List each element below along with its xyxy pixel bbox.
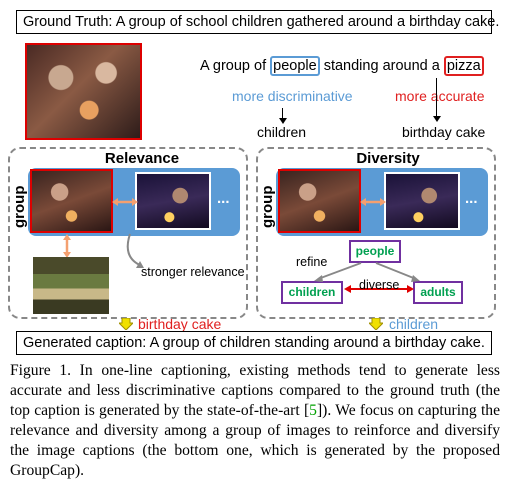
generated-caption-box: Generated caption: A group of children s… bbox=[16, 331, 492, 355]
node-people: people bbox=[349, 240, 401, 263]
diverse-label: diverse bbox=[359, 278, 400, 292]
relevance-link-arrow bbox=[112, 198, 138, 206]
arrow-down-right bbox=[436, 78, 437, 118]
top-caption: A group of people standing around a pizz… bbox=[200, 56, 484, 76]
relevance-group-label: group bbox=[11, 185, 28, 229]
relevance-ellipsis: ... bbox=[217, 190, 230, 207]
relevance-image-2 bbox=[135, 172, 211, 230]
word-people: people bbox=[270, 56, 320, 76]
left-yellow-arrow bbox=[119, 318, 133, 330]
figure-caption: Figure 1. In one-line captioning, existi… bbox=[10, 362, 500, 479]
diversity-ellipsis: ... bbox=[465, 190, 478, 207]
stronger-relevance-label: stronger relevance bbox=[141, 265, 245, 279]
arrowhead-right bbox=[433, 116, 441, 122]
right-children-label: children bbox=[389, 316, 439, 332]
relevance-down-arrow bbox=[63, 234, 71, 258]
diversity-link-arrow bbox=[360, 198, 386, 206]
stronger-relevance-arrow bbox=[126, 233, 144, 268]
more-discriminative-label: more discriminative bbox=[232, 88, 353, 104]
right-yellow-arrow bbox=[369, 318, 383, 330]
diversity-image-2 bbox=[384, 172, 460, 230]
node-adults: adults bbox=[413, 281, 463, 304]
diversity-title: Diversity bbox=[356, 150, 420, 167]
diversity-group-label: group bbox=[259, 185, 276, 229]
citation-link[interactable]: 5 bbox=[309, 402, 317, 419]
generated-caption-text: Generated caption: A group of children s… bbox=[23, 335, 485, 351]
diversity-image-1 bbox=[278, 169, 361, 233]
word-children-top: children bbox=[257, 124, 307, 140]
relevance-image-1 bbox=[30, 169, 113, 233]
ground-truth-box: Ground Truth: A group of school children… bbox=[16, 10, 499, 34]
node-children: children bbox=[281, 281, 343, 304]
ground-truth-text: Ground Truth: A group of school children… bbox=[23, 14, 500, 30]
relevance-title: Relevance bbox=[104, 150, 180, 167]
arrowhead-left bbox=[279, 118, 287, 124]
more-accurate-label: more accurate bbox=[395, 88, 485, 104]
word-birthday-cake-top: birthday cake bbox=[402, 124, 486, 140]
main-photo bbox=[25, 43, 142, 140]
word-pizza: pizza bbox=[443, 56, 484, 76]
arrow-down-left bbox=[282, 108, 283, 120]
left-birthday-cake-label: birthday cake bbox=[138, 316, 222, 332]
diversity-tree-lines bbox=[314, 262, 420, 293]
relevance-compare-image bbox=[33, 257, 109, 314]
refine-label: refine bbox=[296, 255, 328, 269]
